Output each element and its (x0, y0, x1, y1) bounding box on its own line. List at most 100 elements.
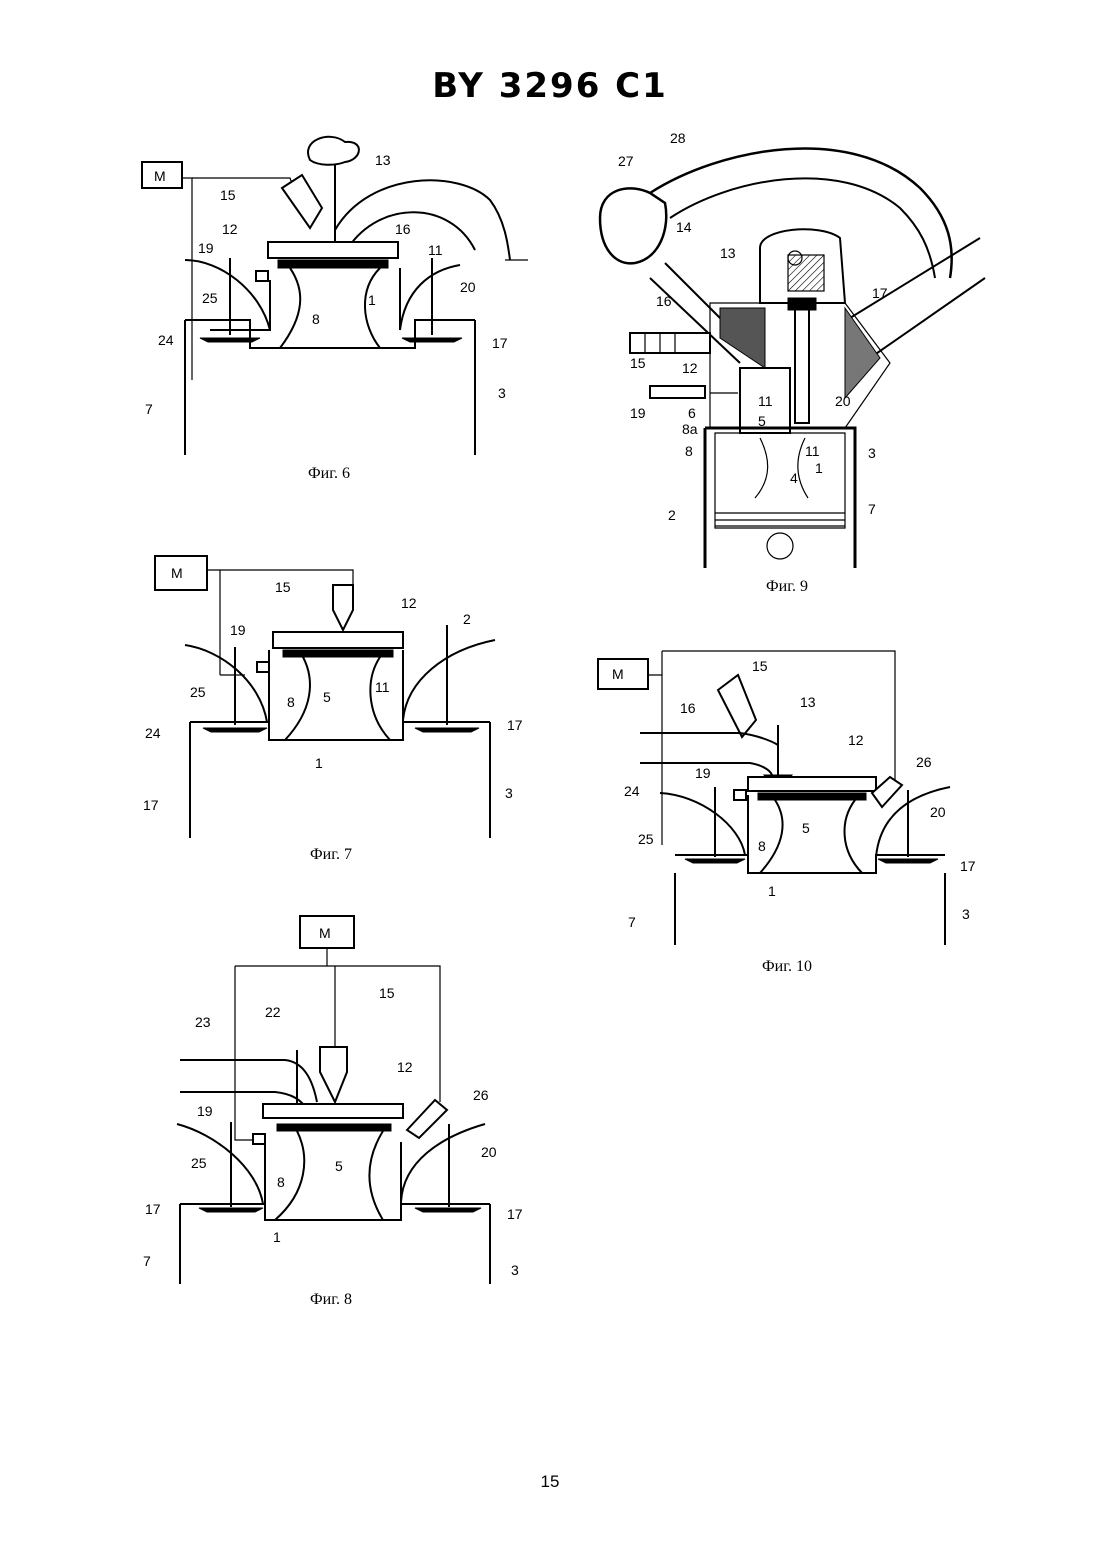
label-3: 3 (511, 1262, 519, 1278)
label-7: 7 (868, 501, 876, 517)
label-15: 15 (220, 187, 236, 203)
label-17-right: 17 (507, 1206, 523, 1222)
cylinder-head-plate (273, 632, 403, 648)
label-1: 1 (273, 1229, 281, 1245)
label-20: 20 (481, 1144, 497, 1160)
label-5: 5 (802, 820, 810, 836)
label-7: 7 (143, 1253, 151, 1269)
label-12: 12 (401, 595, 417, 611)
label-27: 27 (618, 153, 634, 169)
injector (718, 675, 756, 737)
figure-7: M 15 12 19 2 25 8 5 11 24 17 1 3 17 (135, 550, 545, 845)
figure-7-caption: Фиг. 7 (310, 846, 352, 864)
label-19: 19 (197, 1103, 213, 1119)
label-11b: 11 (805, 443, 820, 459)
label-17: 17 (872, 285, 888, 301)
piston-crown (283, 650, 393, 657)
label-12: 12 (222, 221, 238, 237)
label-15: 15 (630, 355, 646, 371)
label-8: 8 (277, 1174, 285, 1190)
label-20: 20 (460, 279, 476, 295)
label-13: 13 (375, 152, 391, 168)
label-5: 5 (758, 413, 766, 429)
label-15: 15 (379, 985, 395, 1001)
camshaft-lobe (308, 137, 359, 165)
label-12: 12 (397, 1059, 413, 1075)
label-23: 23 (195, 1014, 211, 1030)
label-3: 3 (498, 385, 506, 401)
figure-6-drawing: M 13 15 16 12 19 11 25 20 8 1 24 17 7 3 (130, 130, 540, 465)
label-15: 15 (752, 658, 768, 674)
figure-8-drawing: M 15 23 22 12 26 19 20 25 8 5 17 17 1 7 … (135, 912, 545, 1290)
label-12: 12 (848, 732, 864, 748)
figure-10: M 15 13 16 12 26 19 24 20 25 8 5 17 1 7 … (590, 645, 1000, 950)
figure-10-caption: Фиг. 10 (762, 958, 812, 976)
label-11: 11 (375, 679, 390, 695)
label-8: 8 (287, 694, 295, 710)
label-24: 24 (624, 783, 640, 799)
figure-7-drawing: M 15 12 19 2 25 8 5 11 24 17 1 3 17 (135, 550, 545, 845)
label-8: 8 (312, 311, 320, 327)
label-14: 14 (676, 219, 692, 235)
label-3: 3 (962, 906, 970, 922)
label-17-left: 17 (145, 1201, 161, 1217)
motor-label: M (319, 925, 331, 941)
fuel-injector (630, 333, 710, 353)
label-3: 3 (505, 785, 513, 801)
label-1: 1 (815, 460, 823, 476)
label-16: 16 (656, 293, 672, 309)
label-13: 13 (720, 245, 736, 261)
cylinder-head-plate (268, 242, 398, 258)
label-19: 19 (198, 240, 214, 256)
label-17: 17 (492, 335, 508, 351)
label-13: 13 (800, 694, 816, 710)
figure-8-caption: Фиг. 8 (310, 1291, 352, 1309)
figure-9-caption: Фиг. 9 (766, 578, 808, 596)
figure-9: 28 27 14 13 17 16 15 12 19 6 11 8a 5 20 … (590, 128, 1000, 578)
injector (282, 175, 322, 228)
label-12: 12 (682, 360, 698, 376)
nozzle-26 (407, 1100, 447, 1138)
cylinder-head-plate (263, 1104, 403, 1118)
cylinder-head-plate (748, 777, 876, 791)
label-25: 25 (638, 831, 654, 847)
figure-9-drawing: 28 27 14 13 17 16 15 12 19 6 11 8a 5 20 … (590, 128, 1000, 578)
figure-8: M 15 23 22 12 26 19 20 25 8 5 17 17 1 7 … (135, 912, 545, 1290)
label-4: 4 (790, 470, 798, 486)
injector (333, 585, 353, 630)
label-8: 8 (685, 443, 693, 459)
label-20: 20 (930, 804, 946, 820)
label-16: 16 (680, 700, 696, 716)
motor-label: M (154, 168, 166, 184)
label-8: 8 (758, 838, 766, 854)
label-15: 15 (275, 579, 291, 595)
label-25: 25 (202, 290, 218, 306)
label-8a: 8a (682, 421, 698, 437)
label-26: 26 (916, 754, 932, 770)
label-6: 6 (688, 405, 696, 421)
label-17-left: 17 (143, 797, 159, 813)
label-7: 7 (145, 401, 153, 417)
label-24: 24 (145, 725, 161, 741)
label-1: 1 (768, 883, 776, 899)
label-24: 24 (158, 332, 174, 348)
label-11: 11 (428, 242, 443, 258)
page-number: 15 (0, 1472, 1100, 1492)
plenum-chamber (600, 188, 666, 263)
label-2: 2 (463, 611, 471, 627)
patent-number-heading: BY 3296 C1 (0, 66, 1100, 106)
figure-6-caption: Фиг. 6 (308, 465, 350, 483)
label-25: 25 (190, 684, 206, 700)
label-20: 20 (835, 393, 851, 409)
label-1: 1 (315, 755, 323, 771)
figure-6: M 13 15 16 12 19 11 25 20 8 1 24 17 7 3 (130, 130, 540, 465)
motor-label: M (612, 666, 624, 682)
label-17-right: 17 (507, 717, 523, 733)
piston-crown (758, 793, 866, 800)
label-1: 1 (368, 292, 376, 308)
label-11a: 11 (758, 393, 773, 409)
label-22: 22 (265, 1004, 281, 1020)
piston-crown (277, 1124, 391, 1131)
label-16: 16 (395, 221, 411, 237)
motor-label: M (171, 565, 183, 581)
